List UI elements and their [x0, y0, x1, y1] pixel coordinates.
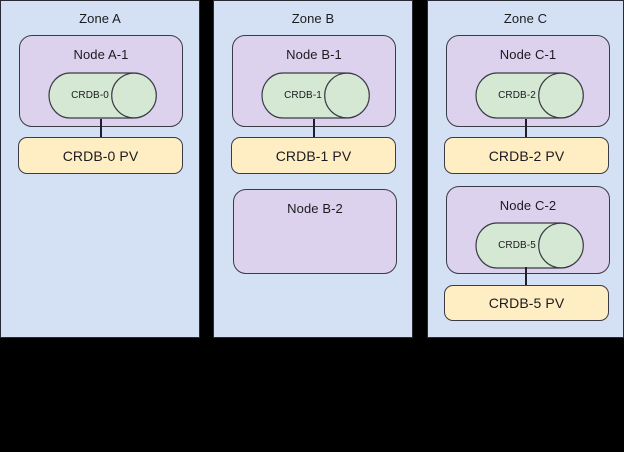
pv-crdb-0-label: CRDB-0 PV — [62, 147, 139, 164]
connector-node-c-2-to-pv — [525, 267, 527, 286]
connector-node-b-1-to-pv — [313, 119, 315, 139]
node-c-1-title: Node C-1 — [499, 47, 557, 62]
node-a-1: Node A-1 CRDB-0 — [19, 35, 183, 127]
database-label-crdb-2: CRDB-2 — [498, 90, 536, 101]
database-label-crdb-5: CRDB-5 — [498, 240, 536, 251]
pv-crdb-1-label: CRDB-1 PV — [275, 147, 352, 164]
zone-b-title: Zone B — [291, 11, 335, 26]
pv-crdb-5-label: CRDB-5 PV — [488, 295, 565, 311]
pv-crdb-0: CRDB-0 PV — [18, 137, 183, 174]
node-b-1: Node B-1 CRDB-1 — [232, 35, 396, 127]
pv-crdb-2: CRDB-2 PV — [444, 137, 609, 174]
node-b-1-title: Node B-1 — [286, 47, 342, 62]
pv-crdb-1: CRDB-1 PV — [231, 137, 396, 174]
node-b-2-title: Node B-2 — [287, 201, 343, 216]
database-label-crdb-1: CRDB-1 — [284, 90, 322, 101]
node-b-2: Node B-2 — [233, 189, 397, 274]
database-cylinder-crdb-1: CRDB-1 — [261, 72, 371, 120]
database-cylinder-crdb-2: CRDB-2 — [475, 72, 585, 120]
connector-node-c-1-to-pv — [525, 119, 527, 139]
database-cylinder-crdb-5: CRDB-5 — [475, 222, 585, 270]
pv-crdb-2-label: CRDB-2 PV — [488, 147, 565, 164]
node-a-1-title: Node A-1 — [73, 47, 129, 62]
zone-b: Zone B Node B-1 CRDB-1 CRDB-1 PV Node B-… — [213, 0, 413, 338]
zone-a: Zone A Node A-1 CRDB-0 CRDB-0 PV — [0, 0, 200, 338]
node-c-2: Node C-2 CRDB-5 — [446, 186, 610, 274]
node-c-2-title: Node C-2 — [499, 198, 557, 213]
database-cylinder-crdb-0: CRDB-0 — [48, 72, 158, 120]
zone-a-title: Zone A — [79, 11, 121, 26]
pv-crdb-5: CRDB-5 PV — [444, 285, 609, 321]
zone-c-title: Zone C — [503, 11, 548, 26]
zone-c: Zone C Node C-1 CRDB-2 CRDB-2 PV Node C-… — [427, 0, 624, 338]
node-c-1: Node C-1 CRDB-2 — [446, 35, 610, 127]
database-label-crdb-0: CRDB-0 — [71, 90, 109, 101]
connector-node-a-1-to-pv — [100, 119, 102, 139]
